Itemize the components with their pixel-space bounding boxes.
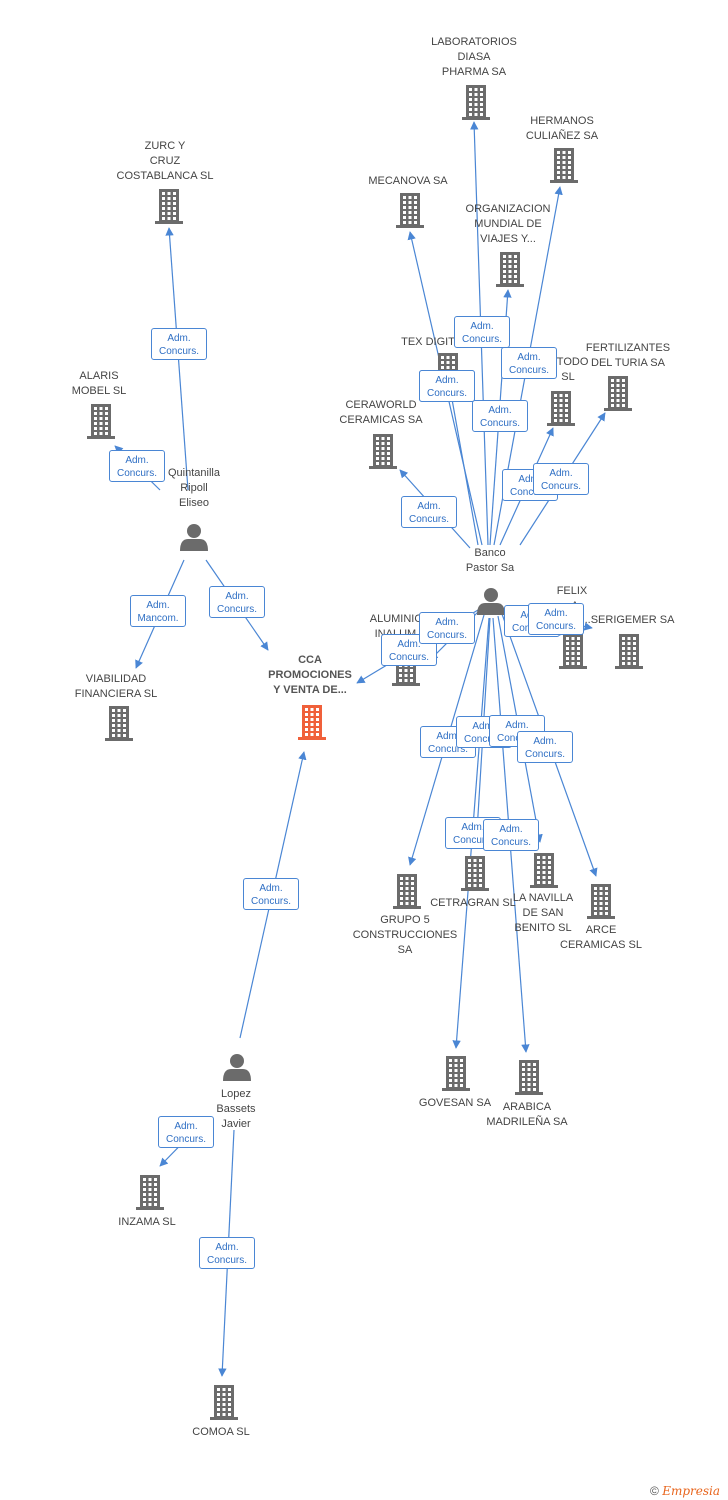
node-label-ceraworld[interactable]: CERAWORLD CERAMICAS SA: [339, 399, 423, 426]
role-badge-arabica[interactable]: Adm. Concurs.: [483, 819, 539, 851]
node-label-lopez[interactable]: Lopez Bassets Javier: [216, 1088, 256, 1130]
building-icon[interactable]: [105, 706, 133, 741]
role-badge-serigemer[interactable]: Adm. Concurs.: [528, 603, 584, 635]
node-label-cetragran[interactable]: CETRAGRAN SL: [430, 897, 516, 909]
footer: © Empresia: [650, 1484, 720, 1498]
node-label-fertilizantes[interactable]: FERTILIZANTES DEL TURIA SA: [585, 342, 671, 369]
nodes-layer: [87, 85, 643, 1420]
node-label-arce[interactable]: ARCE CERAMICAS SL: [560, 924, 642, 951]
building-icon[interactable]: [210, 1385, 238, 1420]
building-icon[interactable]: [550, 148, 578, 183]
node-label-mecanova[interactable]: MECANOVA SA: [368, 175, 448, 187]
node-label-alaris[interactable]: ALARIS MOBEL SL: [71, 370, 127, 397]
building-icon[interactable]: [155, 189, 183, 224]
building-icon[interactable]: [461, 856, 489, 891]
node-label-hermanos[interactable]: HERMANOS CULIAÑEZ SA: [525, 115, 599, 142]
role-badge-arce[interactable]: Adm. Concurs.: [517, 731, 573, 763]
building-icon[interactable]: [530, 853, 558, 888]
role-badge-ceraworld[interactable]: Adm. Concurs.: [401, 496, 457, 528]
role-badge-laboratorios[interactable]: Adm. Concurs.: [454, 316, 510, 348]
role-badge-zurc[interactable]: Adm. Concurs.: [151, 328, 207, 360]
role-badge-cca[interactable]: Adm. Concurs.: [209, 586, 265, 618]
building-icon[interactable]: [515, 1060, 543, 1095]
building-icon[interactable]: [462, 85, 490, 120]
node-label-laboratorios[interactable]: LABORATORIOS DIASA PHARMA SA: [431, 36, 517, 78]
role-badge-aluminios[interactable]: Adm. Concurs.: [419, 612, 475, 644]
node-label-comoa[interactable]: COMOA SL: [192, 1426, 250, 1438]
node-label-cca[interactable]: CCA PROMOCIONES Y VENTA DE...: [268, 654, 352, 696]
building-icon[interactable]: [559, 634, 587, 669]
building-icon[interactable]: [615, 634, 643, 669]
building-icon[interactable]: [393, 874, 421, 909]
node-label-inzama[interactable]: INZAMA SL: [118, 1216, 176, 1228]
building-icon[interactable]: [369, 434, 397, 469]
building-icon[interactable]: [442, 1056, 470, 1091]
building-icon[interactable]: [547, 391, 575, 426]
node-label-quintanilla[interactable]: Quintanilla Ripoll Eliseo: [168, 467, 220, 509]
role-badge-comoa[interactable]: Adm. Concurs.: [199, 1237, 255, 1269]
node-label-navilla[interactable]: LA NAVILLA DE SAN BENITO SL: [512, 892, 574, 934]
role-badge-organizacion[interactable]: Adm. Concurs.: [472, 400, 528, 432]
node-label-zurc[interactable]: ZURC Y CRUZ COSTABLANCA SL: [116, 140, 214, 182]
building-icon[interactable]: [496, 252, 524, 287]
role-badge-inzama[interactable]: Adm. Concurs.: [158, 1116, 214, 1148]
node-label-govesan[interactable]: GOVESAN SA: [418, 1097, 492, 1109]
building-icon[interactable]: [87, 404, 115, 439]
edge-banco-to-texdigit: [447, 387, 479, 546]
node-label-grupo5[interactable]: GRUPO 5 CONSTRUCCIONES SA: [352, 914, 458, 956]
building-icon[interactable]: [396, 193, 424, 228]
building-icon[interactable]: [587, 884, 615, 919]
role-badge-viabilidad[interactable]: Adm. Mancom.: [130, 595, 186, 627]
role-badge-fertilizantes[interactable]: Adm. Concurs.: [533, 463, 589, 495]
node-label-texdigit[interactable]: TEX DIGIT...: [401, 336, 463, 348]
building-icon[interactable]: [136, 1175, 164, 1210]
node-label-organizacion[interactable]: ORGANIZACION MUNDIAL DE VIAJES Y...: [465, 203, 551, 245]
role-badge-texdigit[interactable]: Adm. Concurs.: [419, 370, 475, 402]
node-label-viabilidad[interactable]: VIABILIDAD FINANCIERA SL: [74, 673, 158, 700]
building-icon[interactable]: [298, 705, 326, 740]
building-icon[interactable]: [604, 376, 632, 411]
node-label-banco[interactable]: Banco Pastor Sa: [465, 547, 515, 574]
person-icon[interactable]: [477, 588, 505, 615]
role-badge-alaris[interactable]: Adm. Concurs.: [109, 450, 165, 482]
node-label-todo[interactable]: ...TODO SL: [547, 356, 589, 383]
node-label-serigemer[interactable]: ...SERIGEMER SA: [581, 614, 675, 626]
copyright-symbol: ©: [650, 1484, 659, 1498]
empresia-logo[interactable]: Empresia: [662, 1484, 720, 1498]
person-icon[interactable]: [223, 1054, 251, 1081]
role-badge-cca[interactable]: Adm. Concurs.: [243, 878, 299, 910]
node-label-arabica[interactable]: ARABICA MADRILEÑA SA: [486, 1101, 568, 1128]
person-icon[interactable]: [180, 524, 208, 551]
role-badge-hermanos[interactable]: Adm. Concurs.: [501, 347, 557, 379]
